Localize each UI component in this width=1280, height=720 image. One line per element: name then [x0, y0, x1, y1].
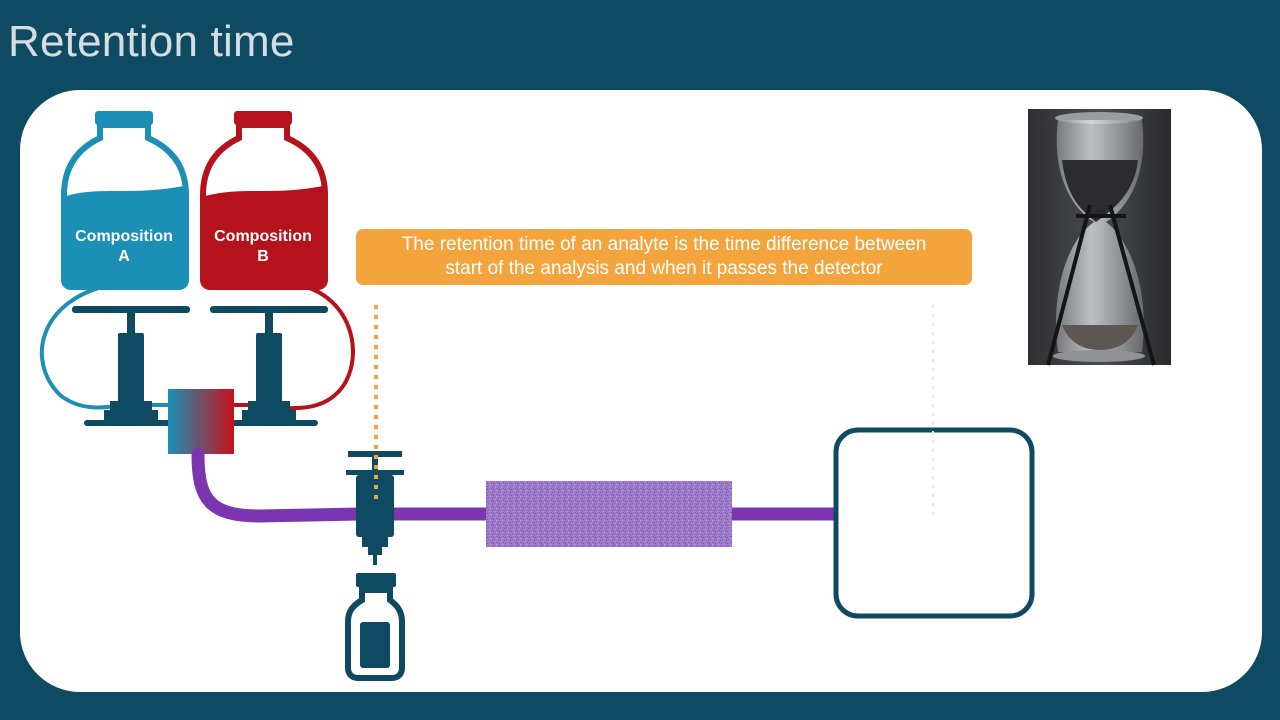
detector-box [833, 427, 1035, 619]
bottle-b-label-line1: Composition [214, 228, 312, 245]
bottle-a: Composition A [61, 111, 189, 290]
flow-tubing [191, 447, 836, 523]
callout-line-2: start of the analysis and when it passes… [445, 258, 883, 279]
retention-time-callout: The retention time of an analyte is the … [356, 229, 972, 285]
mixer [168, 389, 234, 454]
pump-a [72, 306, 190, 426]
bottle-a-label-line1: Composition [75, 228, 173, 245]
hourglass-photo [1028, 109, 1171, 366]
callout-line-1: The retention time of an analyte is the … [401, 234, 927, 255]
bottle-b: Composition B [200, 111, 328, 290]
tubing-a [39, 283, 170, 410]
sample-vial [345, 573, 405, 681]
pump-b [210, 306, 328, 426]
bottle-a-label-line2: A [118, 248, 130, 265]
injector [346, 451, 404, 565]
slide-title: Retention time [8, 17, 295, 66]
column [486, 481, 732, 547]
tubing-b [234, 283, 355, 411]
bottle-b-label-line2: B [257, 248, 269, 265]
